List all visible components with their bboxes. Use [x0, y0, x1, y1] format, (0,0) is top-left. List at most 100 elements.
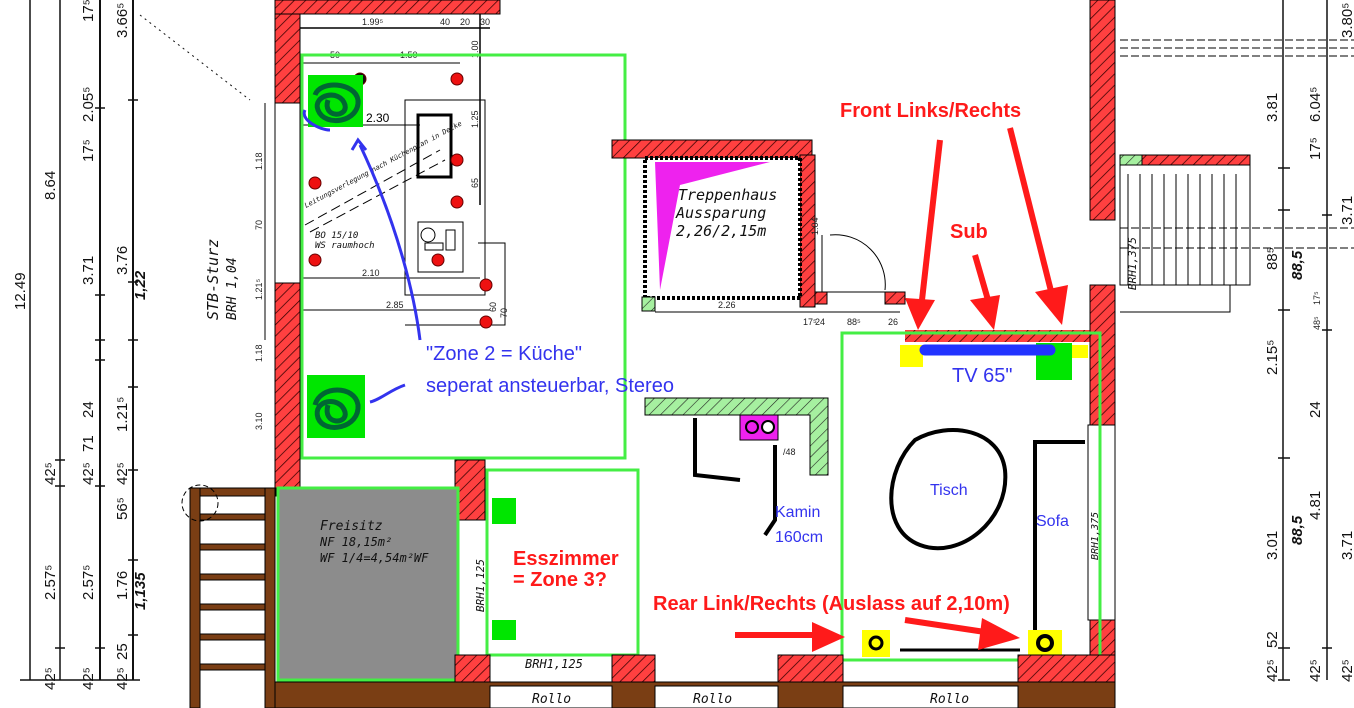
- svg-text:71: 71: [80, 435, 97, 452]
- svg-text:NF 18,15m²: NF 18,15m²: [319, 535, 392, 549]
- svg-text:2.05⁵: 2.05⁵: [80, 87, 97, 122]
- svg-text:2.57⁵: 2.57⁵: [80, 565, 97, 600]
- svg-text:42⁵: 42⁵: [1339, 659, 1354, 682]
- sofa-label: Sofa: [1036, 513, 1069, 530]
- svg-text:2.85: 2.85: [386, 300, 404, 310]
- svg-text:1.76: 1.76: [114, 571, 131, 600]
- svg-text:2,26/2,15m: 2,26/2,15m: [676, 222, 766, 240]
- fireplace: /48: [644, 397, 829, 537]
- kitchen-speaker-bottom: [307, 375, 365, 438]
- kitchen-plan: [300, 14, 506, 326]
- svg-text:42⁵: 42⁵: [114, 667, 131, 690]
- svg-text:2.57⁵: 2.57⁵: [42, 565, 59, 600]
- svg-text:60: 60: [488, 302, 498, 312]
- wall: [1089, 284, 1116, 426]
- svg-text:70: 70: [499, 308, 509, 318]
- wall: [611, 139, 813, 159]
- svg-text:88,5: 88,5: [1289, 515, 1306, 545]
- kitchen-speaker-top: [308, 75, 363, 127]
- svg-text:12.49: 12.49: [12, 272, 29, 310]
- terrace-label: Freisitz NF 18,15m² WF 1/4=4,54m²WF: [319, 519, 429, 565]
- svg-text:6.04⁵: 6.04⁵: [1307, 87, 1324, 122]
- stb-sturz-label: STB-Sturz BRH 1,04: [204, 239, 240, 320]
- svg-text:WS raumhoch: WS raumhoch: [315, 241, 375, 251]
- svg-text:42⁵: 42⁵: [1307, 659, 1324, 682]
- wall: [641, 296, 656, 312]
- svg-text:BRH 1,04: BRH 1,04: [225, 257, 240, 320]
- svg-text:3.71: 3.71: [1339, 531, 1354, 560]
- svg-text:42⁵: 42⁵: [114, 462, 131, 485]
- wall: [454, 459, 486, 521]
- svg-text:48⁵: 48⁵: [1312, 316, 1322, 330]
- kamin-size: 160cm: [775, 529, 823, 546]
- svg-text:1.25: 1.25: [470, 110, 480, 128]
- door: [655, 234, 906, 313]
- left-dimension-labels: 12.49 8.64 42⁵ 2.57⁵ 42⁵ 17⁵ 2.05⁵ 17⁵ 3…: [12, 0, 149, 690]
- svg-text:24: 24: [815, 317, 825, 327]
- svg-text:24: 24: [80, 401, 97, 418]
- svg-text:20: 20: [460, 17, 470, 27]
- svg-text:1,22: 1,22: [132, 270, 149, 300]
- rollo-label: Rollo: [930, 692, 969, 707]
- svg-text:1.99⁵: 1.99⁵: [362, 17, 384, 27]
- left-dimension-lines: [20, 0, 251, 681]
- svg-text:3.76: 3.76: [114, 246, 131, 275]
- brh-label: BRH1,125: [525, 657, 583, 671]
- svg-text:1.04: 1.04: [810, 217, 820, 235]
- svg-text:42⁵: 42⁵: [1264, 659, 1281, 682]
- kamin-label: Kamin: [775, 504, 820, 521]
- svg-text:17⁵: 17⁵: [1307, 137, 1324, 160]
- svg-text:4.81: 4.81: [1307, 491, 1324, 520]
- svg-text:Treppenhaus: Treppenhaus: [678, 186, 777, 204]
- svg-text:3.71: 3.71: [1339, 196, 1354, 225]
- window-dims: 1.18 70 1.21⁵ 1.18 3.10: [254, 152, 264, 430]
- svg-text:8.64: 8.64: [42, 171, 59, 200]
- sofa-sketch: [1033, 440, 1085, 642]
- svg-text:30: 30: [480, 17, 490, 27]
- svg-text:1.18: 1.18: [254, 344, 264, 362]
- svg-text:3.66⁵: 3.66⁵: [114, 3, 131, 38]
- zone-3-dining-box: [485, 468, 640, 657]
- table-sketch: [889, 428, 1008, 551]
- svg-text:17⁵: 17⁵: [1312, 291, 1322, 305]
- svg-text:3.01: 3.01: [1264, 531, 1281, 560]
- svg-text:88⁵: 88⁵: [1264, 247, 1281, 270]
- svg-text:3.71: 3.71: [80, 256, 97, 285]
- rollo-label: Rollo: [532, 692, 571, 707]
- pergola: [181, 484, 277, 708]
- svg-text:1.18: 1.18: [254, 152, 264, 170]
- svg-text:70: 70: [254, 220, 264, 230]
- wall: [1089, 0, 1116, 221]
- bottom-wall: [274, 654, 1116, 708]
- right-dimension-lines: [1278, 0, 1332, 681]
- zone-2-subtitle: seperat ansteuerbar, Stereo: [426, 375, 674, 397]
- svg-text:1.21⁵: 1.21⁵: [114, 397, 131, 432]
- rear-speakers-label: Rear Link/Rechts (Auslass auf 2,10m): [653, 593, 1010, 615]
- table-label: Tisch: [930, 482, 968, 499]
- svg-text:2.15⁵: 2.15⁵: [1264, 340, 1281, 375]
- svg-text:88,5: 88,5: [1289, 250, 1306, 280]
- blue-pointer-arrows: [302, 109, 422, 404]
- zone-3-subtitle: = Zone 3?: [513, 569, 607, 591]
- window: [274, 102, 301, 284]
- svg-text:24: 24: [1307, 401, 1324, 418]
- right-dimension-labels: 3.81 88⁵ 2.15⁵ 3.01 52 42⁵ 6.04⁵ 17⁵ 88,…: [1264, 3, 1354, 682]
- brh-label: BRH1,125: [474, 559, 487, 612]
- front-right-marker: [1070, 345, 1088, 358]
- dining-speaker-top: [492, 498, 516, 524]
- wall: [274, 282, 301, 489]
- rear-left-speaker: [862, 630, 890, 657]
- svg-text:WF 1/4=4,54m²WF: WF 1/4=4,54m²WF: [320, 551, 429, 565]
- svg-text:3.81: 3.81: [1264, 93, 1281, 122]
- terrace: [276, 486, 460, 682]
- svg-text:1.21⁵: 1.21⁵: [254, 278, 264, 300]
- living-room-zone-box: [840, 331, 1102, 662]
- svg-text:3.10: 3.10: [254, 412, 264, 430]
- svg-text:2.10: 2.10: [362, 268, 380, 278]
- rear-right-speaker: [1028, 630, 1062, 657]
- svg-text:52: 52: [1264, 631, 1281, 648]
- svg-text:56⁵: 56⁵: [114, 497, 131, 520]
- sub-label: Sub: [950, 221, 988, 243]
- dining-speaker-bottom: [492, 620, 516, 640]
